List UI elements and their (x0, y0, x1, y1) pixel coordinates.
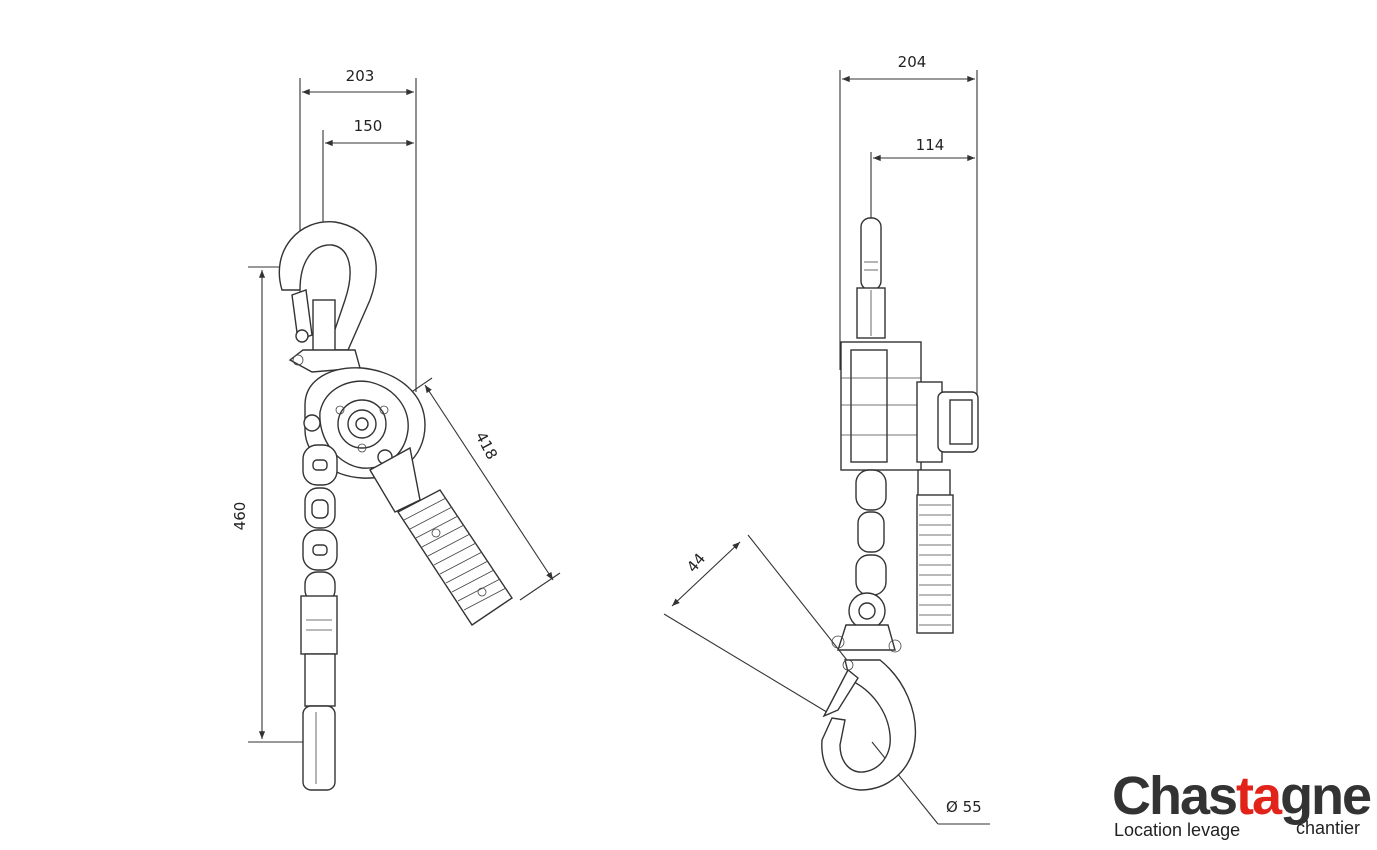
load-chain-left (302, 444, 338, 603)
logo-tagline-left: Location levage (1114, 820, 1240, 840)
dim-diameter-label: Ø 55 (946, 798, 982, 816)
logo-tagline-right: chantier (1296, 818, 1360, 838)
grip-right (916, 469, 954, 634)
dim-203-label: 203 (346, 67, 375, 85)
dim-width-overall-right: 204 (839, 53, 978, 410)
left-view: 203 150 460 418 (231, 67, 561, 791)
dim-460-label: 460 (231, 502, 249, 531)
dim-44-label: 44 (683, 550, 709, 576)
hoist-body-left (288, 349, 426, 482)
lever-handle-right (856, 217, 886, 339)
dim-204-label: 204 (898, 53, 927, 71)
logo-brand-prefix: Chas (1112, 766, 1236, 826)
logo-wordmark: Chastagner (1112, 766, 1372, 826)
logo-brand-highlight: ta (1236, 766, 1283, 826)
chastagner-logo: Chastagner Location levage chantier (1112, 766, 1372, 840)
dim-418-label: 418 (472, 429, 501, 463)
dim-114-label: 114 (916, 136, 945, 154)
load-chain-right (855, 469, 887, 596)
top-hook-left (278, 221, 377, 356)
bottom-hook-right (821, 592, 917, 791)
dim-hook-opening: 44 (663, 534, 851, 715)
dim-width-body-left: 150 (322, 117, 414, 222)
dim-hook-diameter: Ø 55 (871, 741, 990, 825)
bottom-hook-left (300, 595, 338, 791)
dim-150-label: 150 (354, 117, 383, 135)
right-view: 204 114 44 Ø 55 (663, 53, 990, 825)
hoist-body-right (840, 341, 979, 471)
dim-width-body-right: 114 (870, 136, 976, 222)
logo-brand-suffix: gner (1280, 766, 1372, 826)
lever-handle-left (369, 446, 513, 626)
